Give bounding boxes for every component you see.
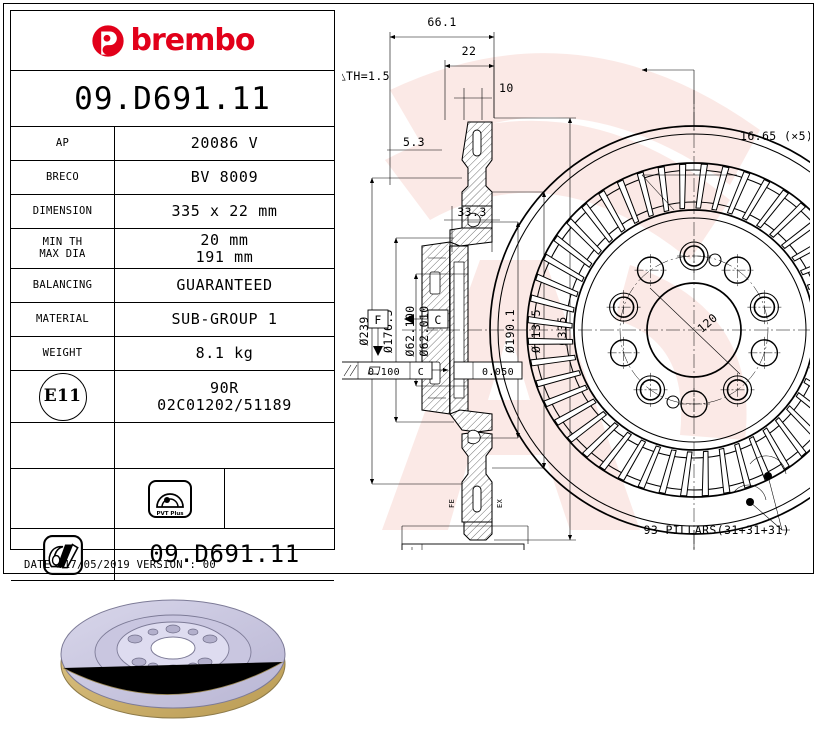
dim-offset-10: 10 [499,81,514,95]
part-number-row: 09.D691.11 [11,71,334,127]
row-value: 8.1 kg [195,344,254,363]
dim-bore-lower: Ø62.010 [417,305,431,356]
part-number: 09.D691.11 [74,80,271,117]
gdt-dtv-value: DTV 0.015 [444,549,502,550]
table-row-minth-maxdia: MIN TH MAX DIA 20 mm 191 mm [11,229,334,269]
gdt-bottom-stack: DTV 0.015 0.050 F [401,525,529,550]
gdt-parallelism-value: 0.100 [368,367,400,378]
brake-disc-photo [60,599,285,719]
brembo-wordmark: brembo [130,23,256,58]
blank-value-cell [115,423,334,468]
disc-cross-section [421,121,493,541]
table-row-dimension: DIMENSION 335 x 22 mm [11,195,334,229]
row-label: BRECO [11,161,115,194]
table-row-weight: WEIGHT 8.1 kg [11,337,334,371]
table-row-balancing: BALANCING GUARANTEED [11,269,334,303]
pvt-plus-icon: PVT Plus [147,479,192,518]
row-label: AP [11,127,115,160]
bottom-part-number-cell: 09.D691.11 [115,529,334,580]
dim-overall-width: 66.1 [427,15,456,29]
dim-hat-width: 22 [462,44,477,58]
gdt-parallelism: 0.100 C [342,361,449,380]
homologation-code: 90R [210,378,239,397]
dim-bolt-spacing: 16.65 (×5) [740,129,810,143]
gdt-flatness: 0.050 [367,361,523,380]
homologation-value-cell: 90R 02C01202/51189 [115,371,334,422]
datum-f-label: F [374,313,381,327]
dim-d213-5: Ø213.5 [529,309,543,353]
micro-note-left: FE [448,499,456,508]
svg-text:PVT Plus: PVT Plus [156,511,184,517]
dim-d239: Ø239 [357,316,371,345]
pvt-empty-cell [225,469,334,528]
table-row-homologation: E11 90R 02C01202/51189 [11,371,334,423]
row-value: SUB-GROUP 1 [171,310,278,329]
row-value-min-th: 20 mm [200,230,249,249]
row-label-max-dia: MAX DIA [39,247,86,260]
disc-face-view: 120 16.65 (×5) 93 PILLARS(31+31+31) [489,67,810,550]
e11-badge: E11 [38,372,87,421]
row-label: BALANCING [11,269,115,302]
table-row-breco: BRECO BV 8009 [11,161,334,195]
pvt-label-cell [11,469,115,528]
row-label: MATERIAL [11,303,115,336]
datum-c-label: C [434,313,441,327]
homologation-number: 02C01202/51189 [157,395,292,414]
dim-bore-upper: Ø62.100 [403,305,417,356]
row-value: GUARANTEED [176,276,273,295]
dim-offset-53: 5.3 [403,135,425,149]
dim-th-tolerance: △TH=1.5 [342,69,390,83]
row-label-min-th: MIN TH [42,235,83,248]
row-value: BV 8009 [190,168,259,187]
datum-f: F [367,309,389,356]
dim-center-bore: 120 [694,310,720,335]
blank-label-cell [11,423,115,468]
row-value-stack: 20 mm 191 mm [115,229,334,268]
drawing-sheet: brembo 09.D691.11 AP 20086 V BRECO BV 80… [3,3,814,719]
dim-d190-1: Ø190.1 [503,309,517,353]
sheet-border [3,3,814,574]
table-row-pvt: PVT Plus [11,469,334,529]
pvt-badge-cell: PVT Plus [115,469,225,528]
brake-disc-icon [42,534,83,575]
row-label-stack: MIN TH MAX DIA [11,229,115,268]
product-photo-row [11,581,334,731]
homologation-badge-cell: E11 [11,371,115,422]
table-row-blank [11,423,334,469]
brembo-logo: brembo [91,23,255,58]
row-label: DIMENSION [11,195,115,228]
dim-vane-width: 33.3 [457,205,486,219]
product-info-table: brembo 09.D691.11 AP 20086 V BRECO BV 80… [10,10,335,719]
technical-drawing: 66.1 22 △TH=1.5 10 5.3 [342,10,810,550]
table-row-ap: AP 20086 V [11,127,334,161]
micro-note-right: EX [496,498,504,508]
brembo-mark-icon [91,24,124,57]
disc-icon-cell [11,529,115,580]
brand-logo-row: brembo [11,11,334,71]
gdt-parallelism-datum: C [418,367,424,378]
row-value-max-dia: 191 mm [195,247,254,266]
gdt-flatness-value: 0.050 [482,367,514,378]
table-row-material: MATERIAL SUB-GROUP 1 [11,303,334,337]
row-value: 20086 V [190,134,259,153]
date-version-text: DATE :17/05/2019 VERSION : 00 [24,559,217,571]
datum-c: C [404,309,449,329]
bottom-part-number: 09.D691.11 [149,540,300,569]
row-value: 335 x 22 mm [171,202,278,221]
label-pillars: 93 PILLARS(31+31+31) [644,523,790,537]
row-label: WEIGHT [11,337,115,370]
footer-date: DATE :17/05/2019 VERSION : 00 [10,556,335,574]
